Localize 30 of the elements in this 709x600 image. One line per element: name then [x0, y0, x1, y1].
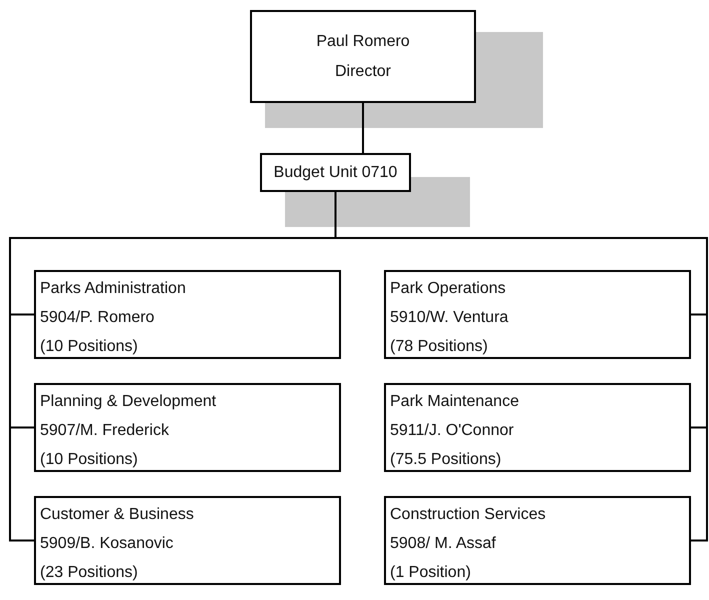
unit-detail: Director: [334, 62, 391, 82]
unit-name: Park Operations: [390, 279, 507, 299]
unit-name: Parks Administration: [40, 279, 187, 299]
unit-detail: 5907/M. Frederick: [40, 421, 170, 441]
org-box: [34, 383, 341, 472]
unit-name: Customer & Business: [40, 505, 195, 525]
org-box: [384, 383, 691, 472]
unit-detail: 5908/ M. Assaf: [390, 534, 497, 554]
unit-detail: 5909/B. Kosanovic: [40, 534, 174, 554]
unit-name: Park Maintenance: [390, 392, 520, 412]
unit-name: Planning & Development: [40, 392, 218, 412]
position-count: (1 Position): [390, 563, 472, 583]
org-box: [384, 270, 691, 359]
position-count: (75.5 Positions): [390, 450, 502, 470]
connector-line: [362, 103, 364, 153]
position-count: (23 Positions): [40, 563, 139, 583]
position-count: (10 Positions): [40, 337, 139, 357]
position-count: (78 Positions): [390, 337, 489, 357]
unit-name: Construction Services: [390, 505, 547, 525]
org-box: [34, 270, 341, 359]
unit-detail: 5910/W. Ventura: [390, 308, 510, 328]
unit-detail: 5904/P. Romero: [40, 308, 156, 328]
org-box: [260, 153, 411, 192]
unit-detail: 5911/J. O'Connor: [390, 421, 515, 441]
org-box: [34, 496, 341, 585]
org-box: [384, 496, 691, 585]
unit-name: Paul Romero: [316, 32, 410, 52]
unit-name: Budget Unit 0710: [274, 162, 398, 182]
org-box: [250, 10, 476, 103]
position-count: (10 Positions): [40, 450, 139, 470]
